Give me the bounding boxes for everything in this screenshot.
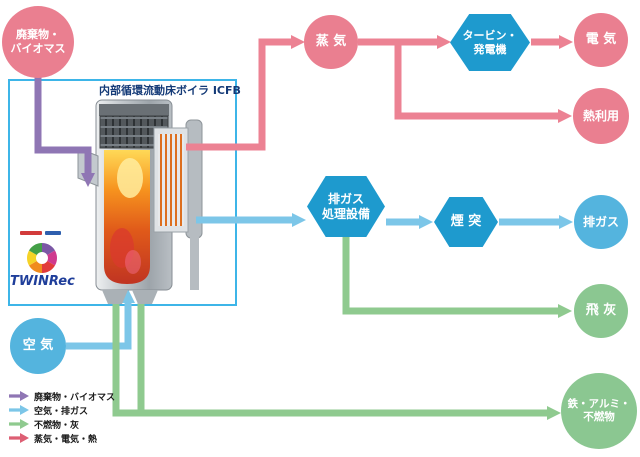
node-steam: 蒸 気 — [304, 15, 358, 69]
arrows-under-boiler — [66, 288, 561, 420]
legend-arrow-icon — [9, 405, 29, 415]
node-flyash: 飛 灰 — [574, 284, 628, 338]
legend-item-incombustibles-ash: 不燃物・灰 — [9, 417, 115, 431]
node-label: タービン・ — [462, 28, 518, 42]
arrow-treatment-to-flyash — [342, 236, 572, 318]
node-fluegas: 排ガス — [574, 195, 628, 249]
legend-label: 蒸気・電気・熱 — [34, 434, 98, 445]
node-label: 不燃物 — [583, 411, 615, 423]
legend-label: 廃棄物・バイオマス — [34, 392, 116, 403]
legend-arrow-icon — [9, 419, 29, 429]
legend-label: 空気・排ガス — [34, 406, 89, 417]
node-label: 飛 灰 — [585, 302, 617, 318]
legend: 廃棄物・バイオマス 空気・排ガス 不燃物・灰 蒸気・電気・熱 — [9, 389, 115, 445]
node-label: 発電機 — [473, 42, 507, 56]
node-electricity: 電 気 — [574, 13, 628, 67]
node-label: 電 気 — [585, 31, 617, 47]
node-label: 熱利用 — [582, 108, 619, 123]
node-waste-biomass: 廃棄物・ バイオマス — [2, 6, 74, 78]
node-heat-use: 熱利用 — [573, 88, 629, 144]
node-label: 排ガス — [327, 191, 364, 206]
legend-label: 不燃物・灰 — [34, 420, 80, 431]
node-turbine-generator: タービン・ 発電機 — [450, 14, 530, 71]
node-label: 鉄・アルミ・ — [567, 397, 631, 410]
legend-item-steam-electricity-heat: 蒸気・電気・熱 — [9, 431, 115, 445]
node-label: 煙 突 — [450, 213, 482, 229]
node-fluegas-treatment: 排ガス 処理設備 — [307, 176, 385, 237]
legend-arrow-icon — [9, 391, 29, 401]
node-label: 処理設備 — [321, 206, 370, 221]
legend-item-air-fluegas: 空気・排ガス — [9, 403, 115, 417]
arrow-boiler-to-metals — [112, 288, 561, 420]
node-air: 空 気 — [10, 318, 66, 374]
legend-item-waste: 廃棄物・バイオマス — [9, 389, 115, 403]
node-label: 排ガス — [582, 214, 619, 229]
node-stack: 煙 突 — [434, 197, 498, 247]
twinrec-logo-text: TWINRec — [10, 274, 75, 289]
twinrec-fineprint — [20, 231, 61, 235]
node-metals-incombustibles: 鉄・アルミ・ 不燃物 — [561, 373, 637, 449]
icfb-boiler-box — [8, 79, 237, 306]
icfb-box-title: 内部循環流動床ボイラ ICFB — [99, 84, 241, 97]
node-label: 蒸 気 — [315, 33, 347, 49]
node-label: バイオマス — [10, 42, 66, 55]
node-label: 廃棄物・ — [16, 28, 60, 42]
node-label: 空 気 — [22, 337, 54, 353]
arrow-air-to-boiler — [66, 289, 135, 350]
legend-arrow-icon — [9, 433, 29, 443]
